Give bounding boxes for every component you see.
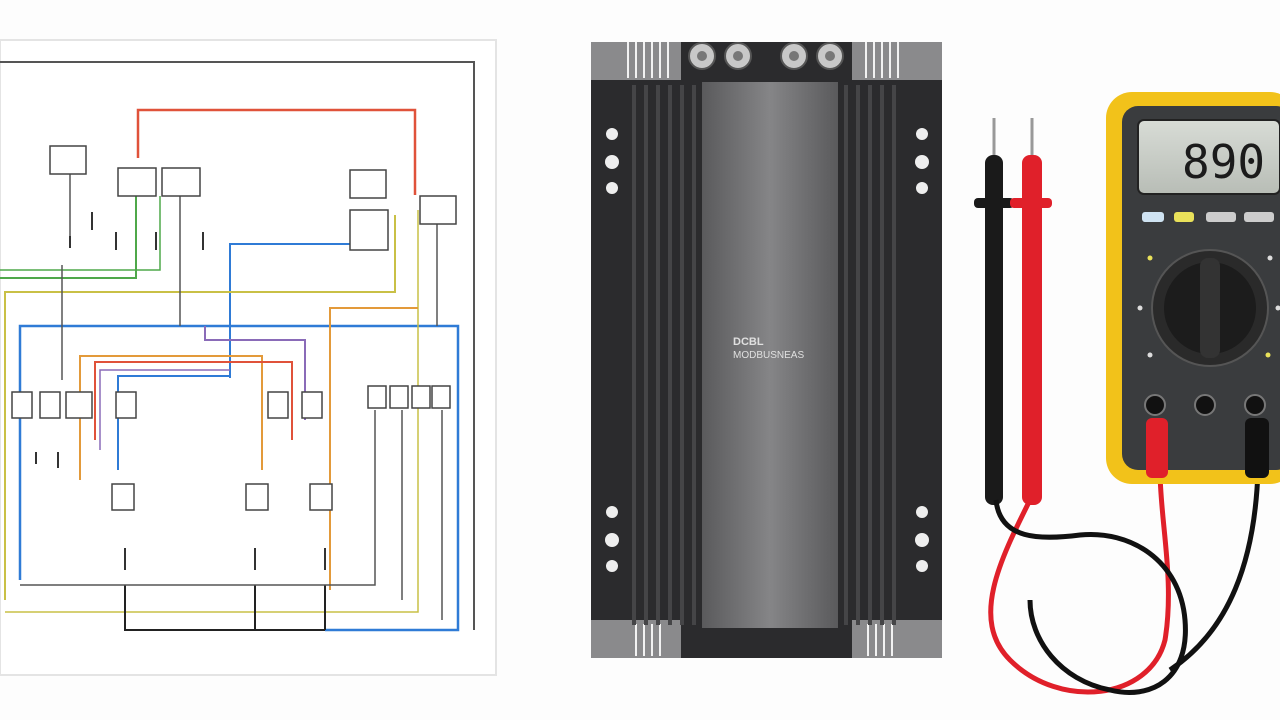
amplifier-label-line1: DCBL <box>733 336 764 348</box>
amplifier: DCBL MODBUSNEAS <box>591 42 942 658</box>
black-plug <box>1245 418 1269 478</box>
wire-red-inner <box>94 361 293 440</box>
schematic-components <box>11 145 457 511</box>
multimeter-buttons <box>1142 212 1274 222</box>
wire-green <box>0 196 137 279</box>
dial-knob <box>1200 258 1220 358</box>
black-cable <box>993 499 1188 695</box>
input-jacks <box>1144 394 1266 416</box>
red-probe <box>1022 155 1042 505</box>
black-probe <box>985 155 1003 505</box>
wire-red-top <box>136 108 417 195</box>
schematic-paper <box>0 39 497 676</box>
mounting-holes <box>605 128 929 572</box>
schematic-frame <box>0 61 475 630</box>
amplifier-face <box>702 82 838 628</box>
schematic-contacts <box>35 212 326 570</box>
display-reading: 890 <box>1182 135 1265 189</box>
test-probes <box>974 118 1261 695</box>
red-cable <box>988 469 1171 695</box>
wiring-schematic <box>0 39 497 676</box>
wire-green-2 <box>0 196 161 271</box>
heatsink-fins <box>632 85 896 625</box>
multimeter-display <box>1137 119 1280 195</box>
multimeter: 890 <box>1106 92 1280 484</box>
wire-purple <box>204 326 306 420</box>
amplifier-vents <box>627 42 899 656</box>
red-plug <box>1146 418 1168 478</box>
amplifier-terminals <box>688 42 844 70</box>
wire-yellow <box>4 215 396 600</box>
amplifier-label-line2: MODBUSNEAS <box>733 350 804 361</box>
wire-blue-mid <box>229 243 350 378</box>
wire-yellow-2 <box>5 210 419 613</box>
